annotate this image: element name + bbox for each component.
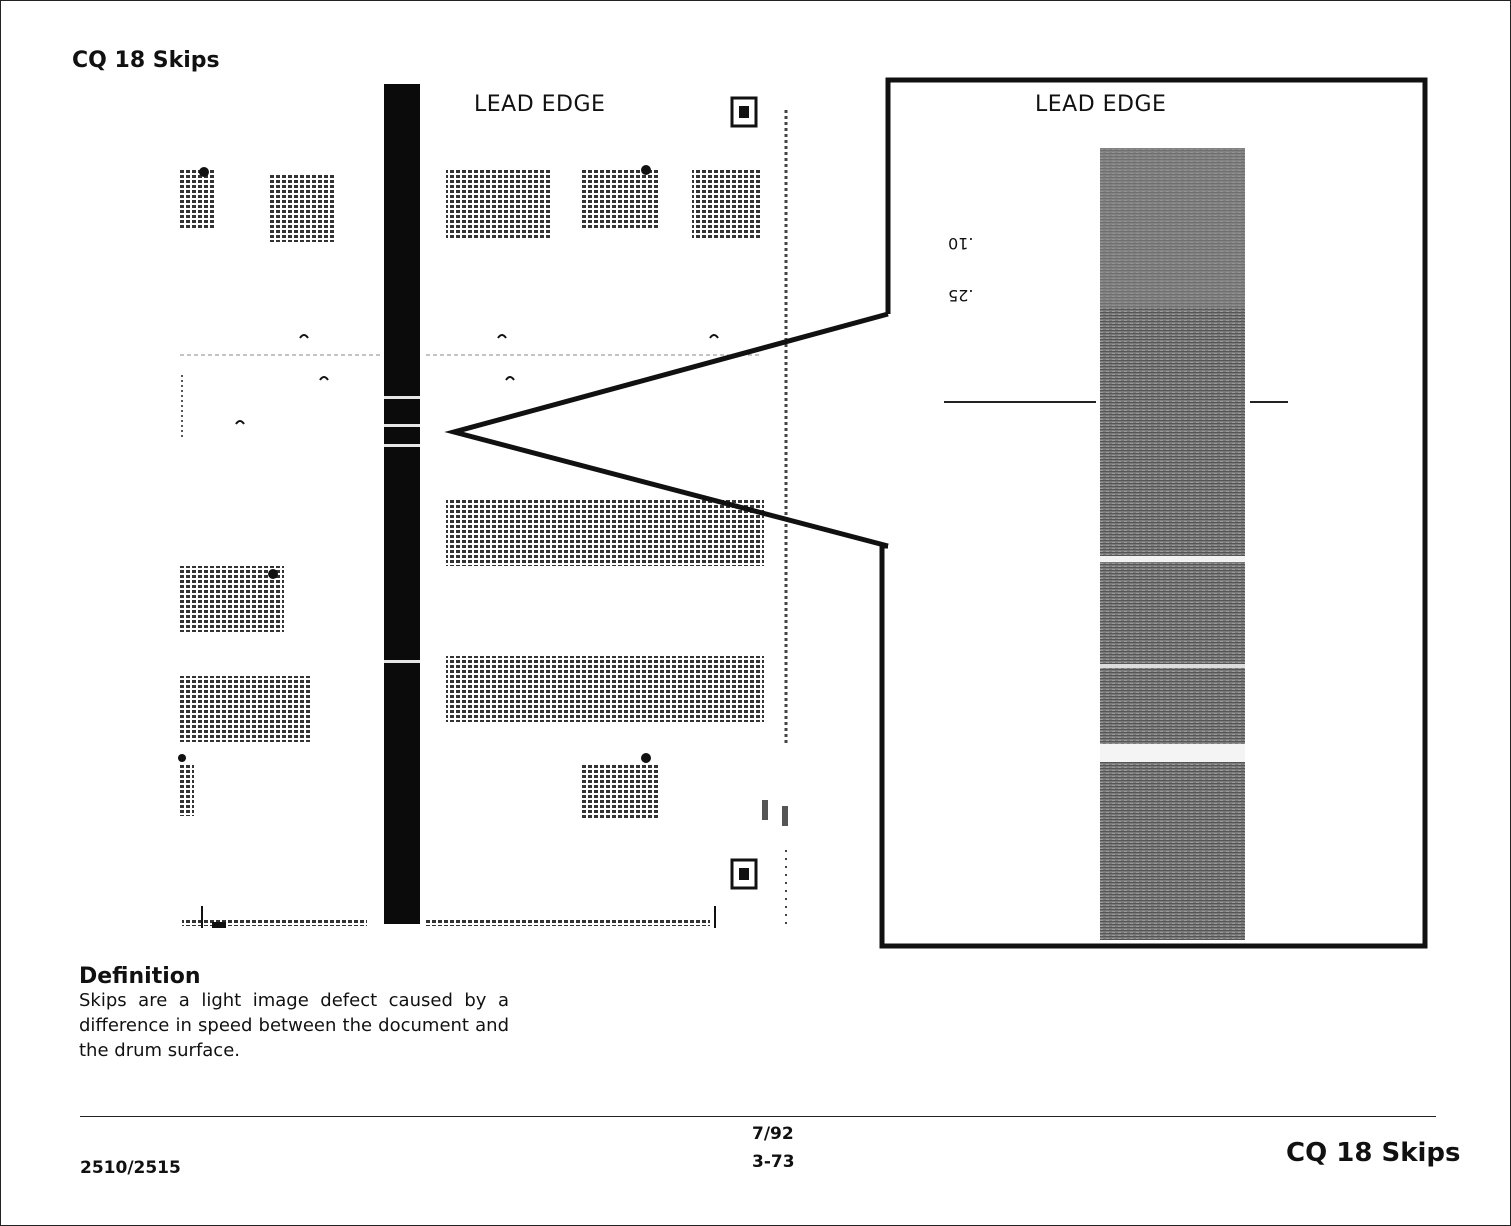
footer-model: 2510/2515 — [80, 1158, 181, 1178]
definition-text: Skips are a light image defect caused by… — [79, 988, 509, 1063]
definition-heading: Definition — [79, 964, 201, 989]
lead-edge-label-left: LEAD EDGE — [474, 92, 605, 117]
magnified-band — [944, 148, 1288, 940]
skips-illustration — [0, 0, 1511, 960]
test-pattern-copy — [178, 98, 788, 930]
solid-band — [384, 84, 420, 924]
footer-divider — [80, 1116, 1436, 1117]
footer-section-title: CQ 18 Skips — [1286, 1138, 1460, 1168]
footer-date: 7/92 — [752, 1124, 794, 1144]
measure-label-10: .10 — [948, 234, 973, 253]
lead-edge-label-right: LEAD EDGE — [1035, 92, 1166, 117]
measure-label-25: .25 — [948, 286, 973, 305]
footer-page-number: 3-73 — [752, 1152, 795, 1172]
